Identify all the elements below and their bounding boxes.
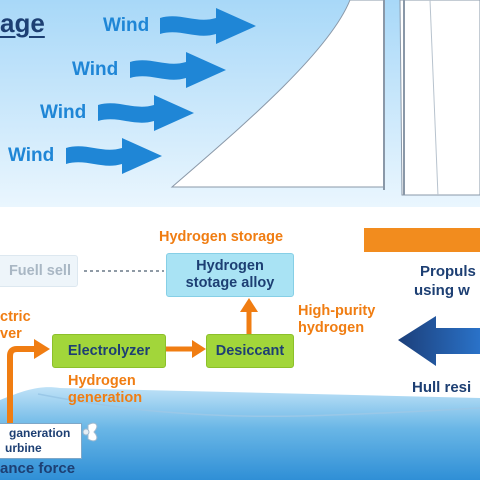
turbine-label-box: ganeration urbine [0,423,82,459]
propulsion-label-line-2: using w [414,282,470,299]
wind-arrow-4 [66,138,162,174]
title-fragment: age [0,8,45,38]
hydrogen-storage-alloy-box: Hydrogen stotage alloy [166,253,294,297]
wind-label-2: Wind [72,59,119,80]
alloy-line-1: Hydrogen [196,258,264,274]
electric-power-label-line-2: ver [0,326,22,342]
hull-resistance-arrow [398,316,480,366]
alloy-line-2: stotage alloy [185,275,275,291]
wind-label-3: Wind [40,102,87,123]
high-purity-label-line-2: hydrogen [298,320,365,336]
turbine-propeller-icon [82,422,98,442]
electric-power-label-line-1: ctric [0,309,31,325]
fuel-cell-box: Fuell sell [0,255,78,287]
wind-label-1: Wind [103,15,150,36]
electrolyzer-label: Electrolyzer [67,342,151,359]
desiccant-box: Desiccant [206,334,294,368]
sail-fore [399,0,480,197]
high-purity-label-line-1: High-purity [298,303,376,319]
hydrogen-storage-label: Hydrogen storage [159,229,284,245]
sea-surface [0,387,480,480]
resistance-force-label: ance force [0,460,76,477]
wind-label-4: Wind [8,145,55,166]
hull-resistance-label: Hull resi [412,379,472,396]
electrolyzer-to-desiccant-arrow [166,340,206,358]
desiccant-to-alloy-arrow [240,298,258,334]
hydrogen-generation-label-line-2: generation [68,390,143,406]
electrolyzer-box: Electrolyzer [52,334,166,368]
wind-arrow-1 [160,8,256,44]
fuel-cell-label: Fuell sell [8,262,71,279]
turbine-label-line-1: ganeration [9,426,71,440]
propulsion-bar [364,228,480,252]
hydrogen-generation-label-line-1: Hydrogen [68,373,136,389]
desiccant-label: Desiccant [215,342,285,359]
sail-main [170,0,385,190]
turbine-label-line-2: urbine [5,441,42,455]
wind-arrow-3 [98,95,194,131]
propulsion-label-line-1: Propuls [420,263,476,280]
wind-arrow-2 [130,52,226,88]
electric-power-flow-arrow [7,339,50,452]
